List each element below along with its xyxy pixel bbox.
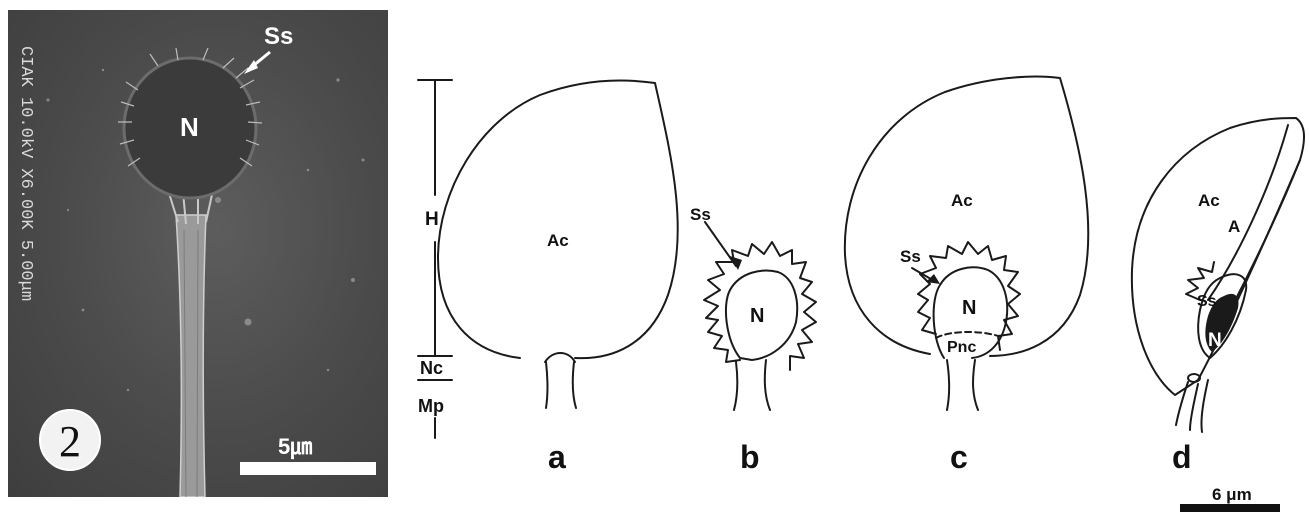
scale-axis: H Nc Mp xyxy=(418,80,452,438)
axis-label-mp: Mp xyxy=(418,396,444,416)
drawing-d-label-a: A xyxy=(1228,217,1240,236)
drawing-d-label-ss: Ss xyxy=(1197,293,1217,310)
panel-letter-a: a xyxy=(548,439,566,475)
drawing-c-label-n: N xyxy=(962,297,976,319)
drawing-a: Ac xyxy=(438,81,678,408)
drawing-d-body xyxy=(1132,118,1304,395)
drawing-a-label-ac: Ac xyxy=(547,231,569,250)
drawing-b-stalk xyxy=(734,360,770,410)
drawing-d: Ac A Ss N xyxy=(1132,118,1304,432)
drawing-d-stalk-fibres xyxy=(1176,380,1208,432)
drawing-b-label-n: N xyxy=(750,305,764,327)
drawing-c-label-ss: Ss xyxy=(900,247,921,266)
axis-label-nc: Nc xyxy=(420,358,443,378)
drawing-b: Ss N xyxy=(690,205,816,410)
drawing-d-label-n: N xyxy=(1208,330,1222,351)
drawing-a-stalk xyxy=(546,362,576,408)
drawing-a-head xyxy=(438,81,678,359)
scale-bar-right-label: 6 μm xyxy=(1212,485,1252,504)
scale-bar-right xyxy=(1180,504,1280,512)
drawing-a-neck xyxy=(545,353,575,362)
drawing-c-pnc-boundary xyxy=(936,332,1004,338)
panel-letter-c: c xyxy=(950,439,968,475)
panel-letter-d: d xyxy=(1172,439,1192,475)
drawing-c: Ac Ss N Pnc xyxy=(845,77,1088,410)
drawing-c-label-ac: Ac xyxy=(951,191,973,210)
drawing-b-label-ss: Ss xyxy=(690,205,711,224)
drawing-c-label-pnc: Pnc xyxy=(947,339,976,356)
panel-letter-b: b xyxy=(740,439,760,475)
drawing-d-label-ac: Ac xyxy=(1198,191,1220,210)
drawing-c-stalk xyxy=(947,360,978,410)
drawing-b-ss-leader xyxy=(705,222,736,266)
axis-label-h: H xyxy=(425,209,439,230)
